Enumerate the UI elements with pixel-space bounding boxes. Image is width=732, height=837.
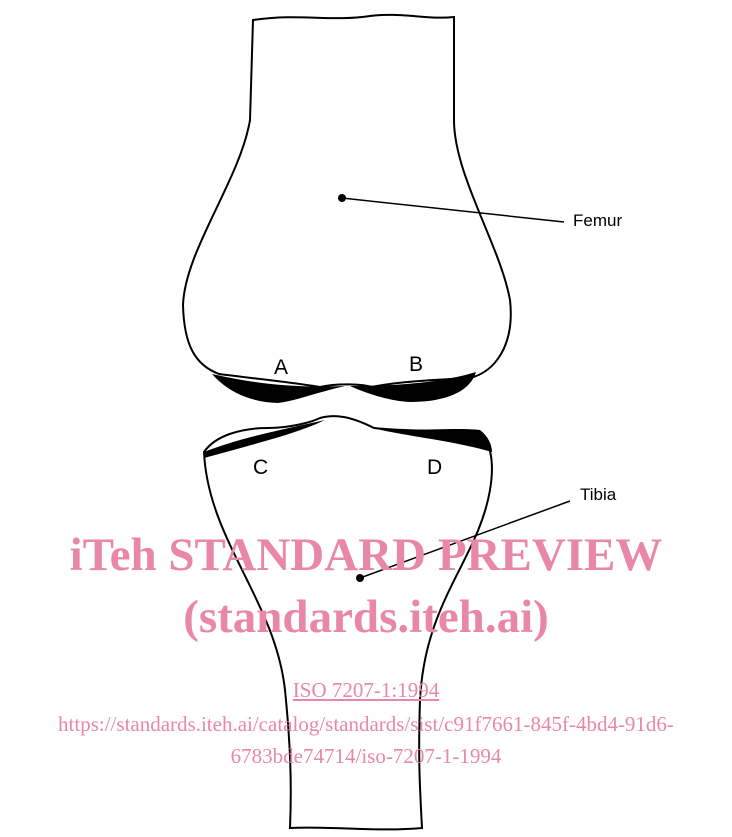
point-b-label: B: [409, 353, 423, 376]
watermark-url-line1[interactable]: https://standards.iteh.ai/catalog/standa…: [0, 712, 732, 736]
point-a-label: A: [274, 356, 288, 379]
femur-label: Femur: [573, 211, 622, 230]
point-c-label: C: [253, 456, 268, 479]
watermark-title: iTeh STANDARD PREVIEW: [0, 532, 732, 579]
watermark-subtitle: (standards.iteh.ai): [0, 594, 732, 641]
femur-outline: [183, 15, 511, 387]
watermark-url-line2[interactable]: 6783bde74714/iso-7207-1-1994: [0, 744, 732, 768]
point-d-label: D: [427, 456, 442, 479]
tibia-label: Tibia: [580, 485, 617, 504]
watermark-standard-link[interactable]: ISO 7207-1:1994: [0, 678, 732, 702]
